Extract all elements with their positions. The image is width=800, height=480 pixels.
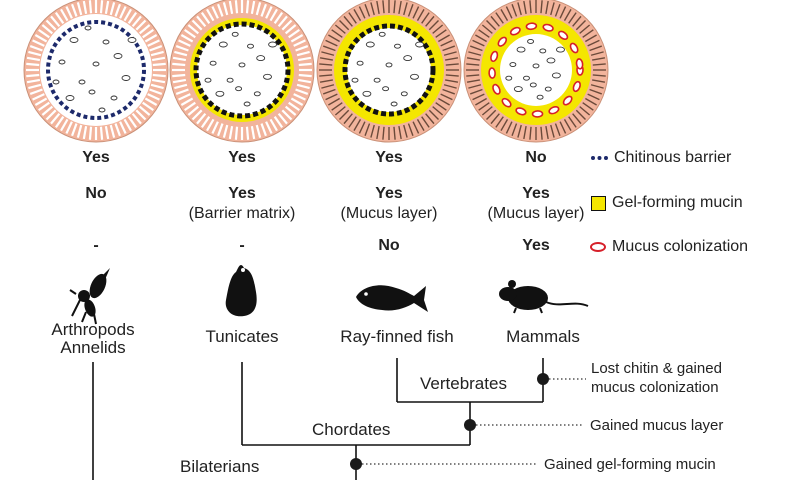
taxon-tunicates: Tunicates [205,327,279,346]
annotation-chordates: Gained mucus layer [590,417,724,434]
chordates-node [464,419,476,431]
mucin-note-fish: (Mucus layer) [340,205,438,222]
phylogenetic-tree [92,358,544,480]
mucin-note-mammals: (Mucus layer) [487,205,585,222]
chitin-swatch-icon [591,156,608,160]
cross-section-tunicates [169,0,315,143]
colonization-value-mammals: Yes [522,237,550,254]
chitin-value-tunicates: Yes [228,149,256,166]
mucin-swatch-icon [591,195,606,211]
legend-label-chitin: Chitinous barrier [614,149,732,166]
bilaterians-node [350,458,362,470]
colonization-value-tunicates: - [239,237,245,254]
mucin-value-mammals: Yes [522,185,550,202]
mucin-value-arthropods: No [85,185,107,202]
fly-icon [69,268,110,325]
annotation-bilaterians: Gained gel-forming mucin [544,456,716,473]
tunicate-icon [225,265,257,317]
taxon-arthropods: Arthropods [51,320,135,339]
legend-gel-forming-mucin: Gel-forming mucin [591,194,743,212]
cross-section-fish [316,0,462,143]
annotation-vertebrates-line1: Lost chitin & gained [591,360,722,377]
legend-mucus-colonization: Mucus colonization [590,238,748,256]
taxon-annelids: Annelids [60,338,126,357]
gut-cross-sections [23,0,609,143]
fish-icon [356,285,428,312]
legend-label-mucin: Gel-forming mucin [612,194,743,211]
chitin-value-mammals: No [525,149,547,166]
mucin-value-tunicates: Yes [228,185,256,202]
mouse-icon [499,280,589,314]
clade-vertebrates: Vertebrates [420,374,507,393]
taxon-ray-finned-fish: Ray-finned fish [340,327,454,346]
chitin-value-fish: Yes [375,149,403,166]
chitin-value-arthropods: Yes [82,149,110,166]
vertebrates-node [537,373,549,385]
colonization-swatch-icon [590,242,606,252]
colonization-value-arthropods: - [93,237,99,254]
clade-bilaterians: Bilaterians [180,457,260,476]
clade-chordates: Chordates [312,420,391,439]
annotation-vertebrates-line2: mucus colonization [591,379,719,396]
colonization-value-fish: No [378,237,400,254]
mucin-value-fish: Yes [375,185,403,202]
legend-chitinous-barrier: Chitinous barrier [591,149,731,167]
legend-label-colonization: Mucus colonization [612,238,749,255]
annotation-leaders [362,378,586,465]
cross-section-mammals [463,0,609,143]
taxon-mammals: Mammals [506,327,580,346]
cross-section-arthropods [23,0,169,143]
mucin-note-tunicates: (Barrier matrix) [188,205,296,222]
